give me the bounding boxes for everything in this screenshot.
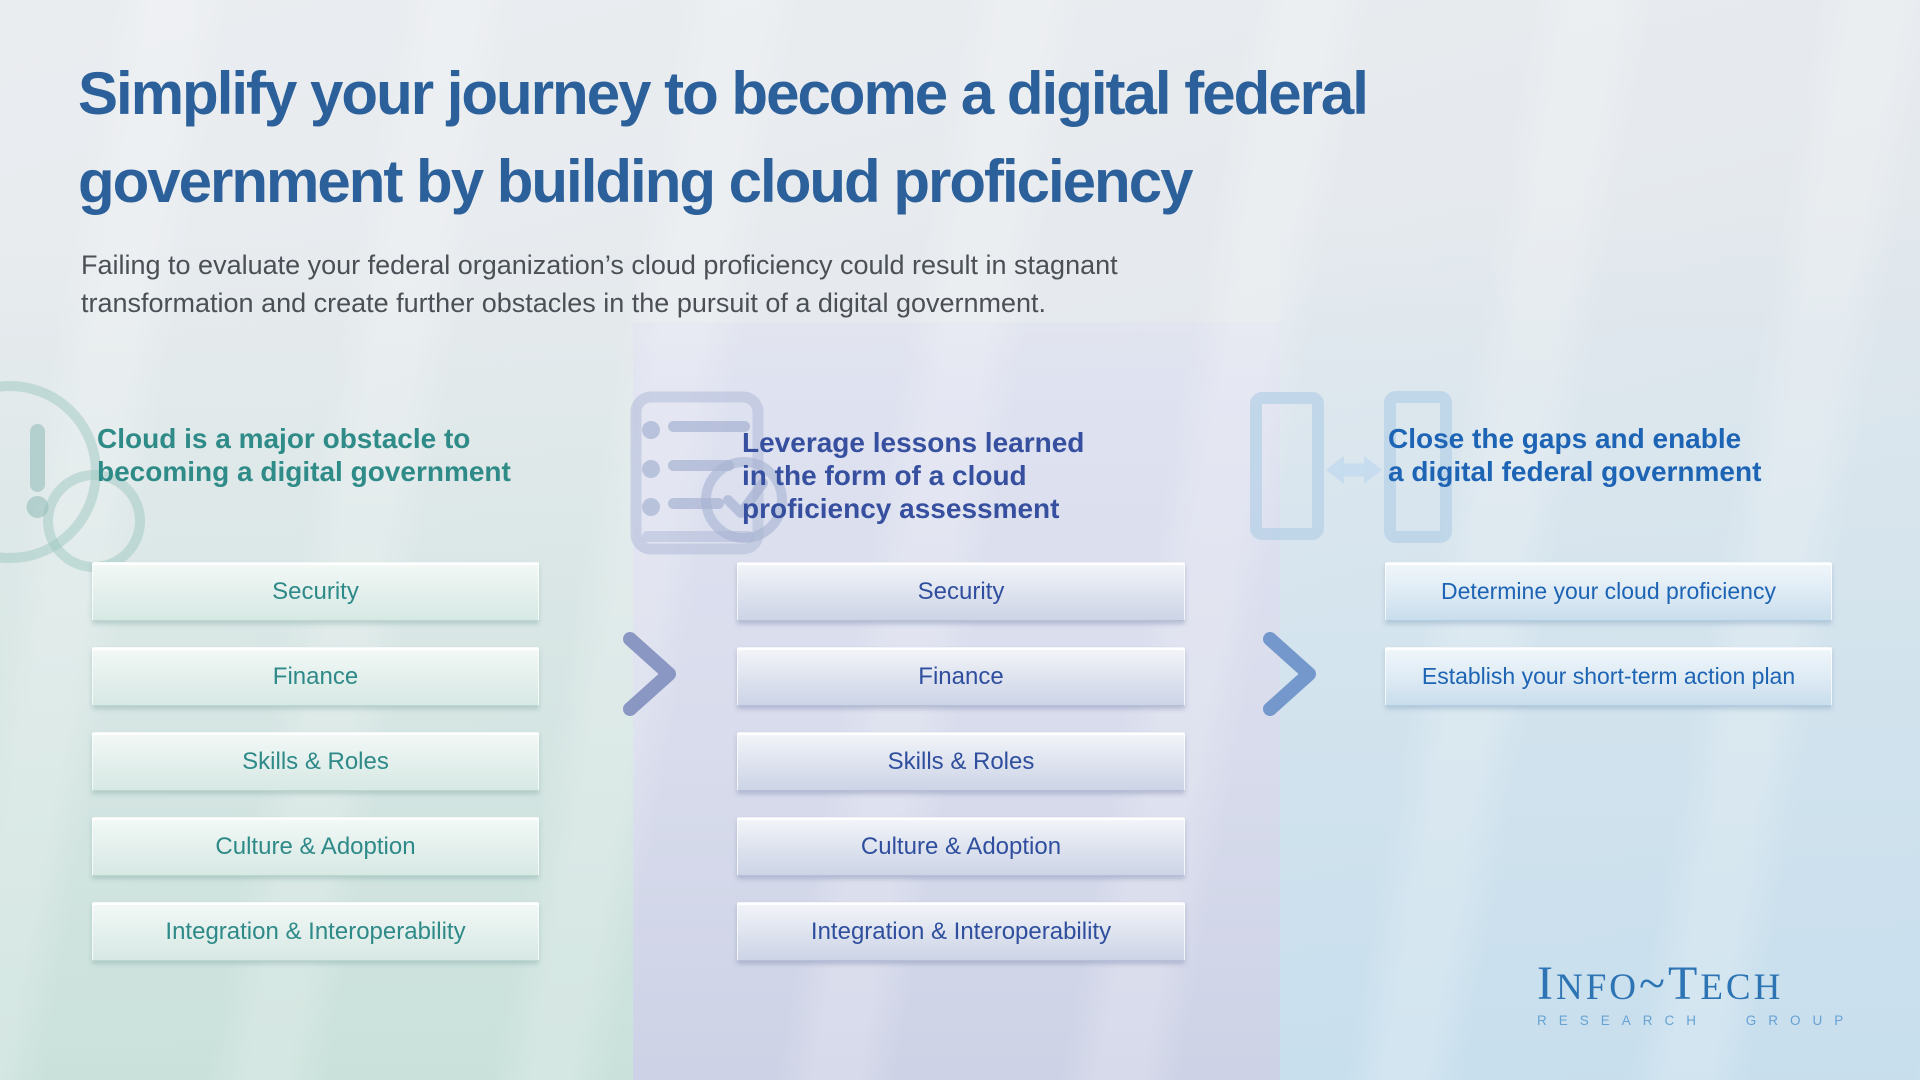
info-tech-logo-wordmark: INFO~TECH — [1537, 956, 1855, 1011]
assessment-pill-skills-roles[interactable]: Skills & Roles — [737, 732, 1185, 791]
page-subtitle: Failing to evaluate your federal organiz… — [81, 250, 1118, 318]
assessment-pill-culture-adoption[interactable]: Culture & Adoption — [737, 817, 1185, 876]
page-title: Simplify your journey to become a digita… — [78, 60, 1369, 215]
logo-letters: ECH — [1700, 967, 1784, 1008]
obstacle-pill-skills-roles[interactable]: Skills & Roles — [92, 732, 539, 791]
chevron-right-icon — [1263, 632, 1316, 716]
logo-subtext: RESEARCH GROUP — [1537, 1013, 1856, 1028]
pill-determine-cloud-proficiency[interactable]: Determine your cloud proficiency — [1385, 562, 1832, 621]
obstacle-pill-list: Security Finance Skills & Roles Culture … — [92, 562, 539, 961]
chevron-right-icon — [623, 632, 676, 716]
obstacle-pill-integration-interoperability[interactable]: Integration & Interoperability — [92, 902, 539, 961]
logo-letters: NFO — [1555, 967, 1640, 1008]
assessment-pill-finance[interactable]: Finance — [737, 647, 1185, 706]
obstacle-pill-finance[interactable]: Finance — [92, 647, 539, 706]
heading-proficiency-assessment: Leverage lessons learned in the form of … — [742, 427, 1085, 524]
background-panel-right — [1280, 0, 1920, 1080]
logo-letter: I — [1537, 957, 1556, 1010]
close-gaps-pill-list: Determine your cloud proficiency Establi… — [1385, 562, 1832, 706]
info-tech-logo: INFO~TECH RESEARCH GROUP — [1537, 956, 1855, 1028]
obstacle-pill-security[interactable]: Security — [92, 562, 539, 621]
obstacle-pill-culture-adoption[interactable]: Culture & Adoption — [92, 817, 539, 876]
heading-cloud-obstacle: Cloud is a major obstacle to becoming a … — [97, 423, 511, 487]
logo-letters: ~T — [1639, 957, 1701, 1010]
assessment-pill-integration-interoperability[interactable]: Integration & Interoperability — [737, 902, 1185, 961]
pill-establish-action-plan[interactable]: Establish your short-term action plan — [1385, 647, 1832, 706]
assessment-pill-list: Security Finance Skills & Roles Culture … — [737, 562, 1185, 961]
heading-close-gaps: Close the gaps and enable a digital fede… — [1388, 423, 1762, 487]
assessment-pill-security[interactable]: Security — [737, 562, 1185, 621]
